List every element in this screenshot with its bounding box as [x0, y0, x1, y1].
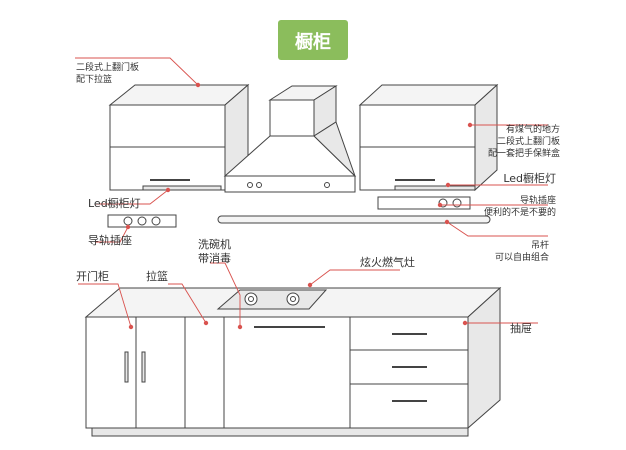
label-top-left-2: 配下拉篮 — [76, 73, 112, 85]
leader-dot — [125, 224, 131, 230]
rail-socket-left — [107, 214, 177, 228]
led-strip-left — [142, 185, 222, 191]
leader-rail-left — [95, 226, 129, 243]
socket-left-2 — [137, 216, 147, 226]
title-badge: 橱柜 — [278, 20, 348, 60]
upper-cabinet-right — [358, 83, 499, 192]
cabinet-front — [85, 316, 469, 429]
door-handle-1 — [124, 351, 129, 383]
label-led-right: Led橱柜灯 — [503, 171, 556, 185]
hood-base — [224, 175, 356, 193]
burner-right-inner — [290, 296, 296, 302]
label-right-a-3: 配一套把手保鲜盒 — [488, 147, 560, 159]
plinth — [91, 427, 469, 437]
rail-socket-right — [377, 196, 471, 210]
led-strip-right — [394, 185, 476, 191]
range-hood — [223, 85, 357, 193]
label-right-a-1: 有煤气的地方 — [506, 123, 560, 135]
labels: 二段式上翻门板 配下拉篮 有煤气的地方 二段式上翻门板 配一套把手保鲜盒 Led… — [76, 61, 560, 335]
leader-dot — [307, 282, 313, 288]
leader-open-cabinet — [78, 283, 132, 328]
upper-left-front-top — [109, 104, 226, 148]
hood-knob-3 — [324, 182, 330, 188]
label-hanger-2: 可以自由组合 — [495, 251, 549, 263]
hood-chimney-front — [269, 99, 315, 137]
label-top-left-1: 二段式上翻门板 — [76, 61, 139, 73]
leader-basket — [168, 283, 207, 324]
upper-cabinet-left — [108, 83, 250, 192]
upper-right-front-bottom — [359, 146, 476, 191]
hood-knob-2 — [256, 182, 262, 188]
leader-dot — [444, 219, 450, 225]
socket-left-3 — [151, 216, 161, 226]
upper-left-front-bottom — [109, 146, 226, 191]
leader-dot — [237, 324, 243, 330]
label-rail-right-2: 便利的不是不要的 — [484, 206, 556, 218]
burner-left-inner — [248, 296, 254, 302]
label-dishwasher-2: 带消毒 — [198, 251, 231, 265]
door-handle-2 — [141, 351, 146, 383]
base-cabinet — [84, 286, 502, 437]
leader-dot — [462, 320, 468, 326]
leader-dot — [467, 122, 473, 128]
label-drawer: 抽屉 — [510, 321, 532, 335]
leader-top-left — [75, 57, 199, 86]
label-rail-left: 导轨插座 — [88, 233, 132, 247]
hanging-rod — [217, 215, 491, 224]
hood-knob-1 — [247, 182, 253, 188]
leader-hanger — [446, 221, 548, 237]
title-background — [278, 20, 348, 60]
label-right-a-2: 二段式上翻门板 — [497, 135, 560, 147]
label-hanger-1: 吊杆 — [531, 239, 549, 251]
leader-dot — [165, 187, 171, 193]
upper-left-top-face — [108, 84, 250, 106]
socket-right-2 — [452, 198, 462, 208]
upper-right-front-top — [359, 104, 476, 148]
leader-dishwasher — [210, 262, 241, 327]
label-stove: 炫火燃气灶 — [360, 255, 415, 269]
label-open-cabinet: 开门柜 — [76, 269, 109, 283]
label-basket: 拉篮 — [146, 269, 168, 283]
label-dishwasher-1: 洗碗机 — [198, 237, 231, 251]
leader-dot — [437, 202, 443, 208]
stove-plate — [216, 289, 328, 310]
gas-stove — [216, 289, 328, 310]
leader-dots — [125, 82, 473, 330]
title: 橱柜 — [295, 31, 331, 53]
leader-led-left — [95, 189, 169, 205]
label-led-left: Led橱柜灯 — [88, 196, 141, 210]
socket-left-1 — [123, 216, 133, 226]
leader-stove — [309, 269, 400, 286]
leader-lines — [75, 57, 548, 328]
hood-canopy-side — [313, 121, 356, 177]
leader-dot — [128, 324, 134, 330]
upper-right-top-face — [358, 84, 499, 106]
label-rail-right-1: 导轨插座 — [520, 194, 556, 206]
leader-dot — [203, 320, 209, 326]
leader-dot — [195, 82, 201, 88]
leader-dot — [445, 182, 451, 188]
rail-socket-right-body — [377, 196, 471, 210]
